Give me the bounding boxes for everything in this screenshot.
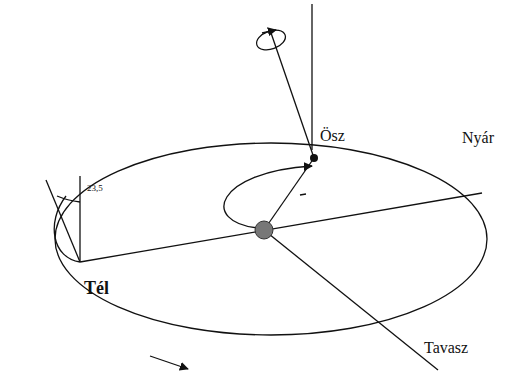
earth-axis <box>270 30 314 158</box>
vertical-line <box>79 176 80 262</box>
earth-half-circle <box>54 196 80 262</box>
sun <box>255 221 273 239</box>
tick-mark <box>300 194 306 195</box>
rotation-arrow <box>262 30 276 33</box>
direction-arrow <box>150 356 188 369</box>
angle-value: 23,5 <box>87 184 103 193</box>
orbit-ellipse <box>55 143 487 335</box>
season-label: Tavasz <box>424 340 468 356</box>
solstice-line <box>80 193 482 262</box>
earth-axis <box>46 180 80 262</box>
rotation-ring <box>254 26 288 53</box>
season-label: Nyár <box>462 130 494 146</box>
equinox-line <box>264 230 438 370</box>
season-label: Tél <box>84 279 109 297</box>
season-label: Ösz <box>320 128 345 144</box>
earth-dot <box>310 154 318 162</box>
vertical-line <box>311 4 312 150</box>
curved-arrow <box>224 166 312 228</box>
angle-arc <box>57 196 80 202</box>
